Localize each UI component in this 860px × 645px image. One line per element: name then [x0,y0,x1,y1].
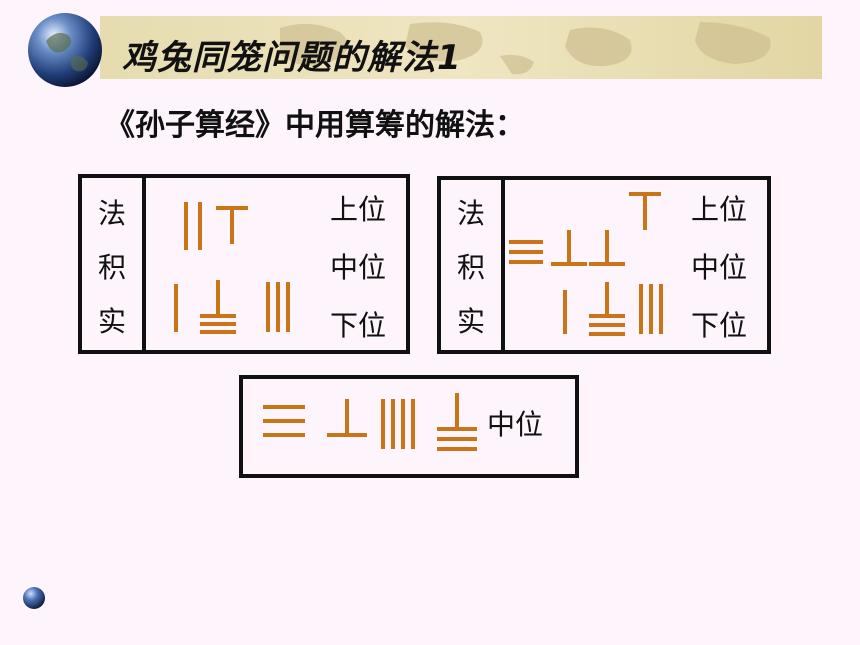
title-banner: 鸡兔同笼问题的解法1 [100,16,822,79]
globe-icon [23,587,45,609]
row-label-shi: 实 [98,305,127,338]
globe-icon [28,13,102,87]
position-label-upper: 上位 [330,193,387,226]
row-label-fa: 法 [98,197,127,230]
counting-rods-board-left: 法 积 实 上位 中位 下位 [78,174,410,354]
position-label-lower: 下位 [691,309,748,342]
row-label-fa: 法 [457,197,486,230]
counting-rods-right [509,192,663,336]
position-label-middle: 中位 [330,251,387,284]
row-label-ji: 积 [98,251,127,284]
subtitle: 《孙子算经》中用算筹的解法： [105,108,525,143]
board-divider [501,180,505,350]
position-label-upper: 上位 [691,193,748,226]
counting-rods-board-right: 法 积 实 上位 中位 下位 [437,176,771,354]
counting-rods-result-glyphs [263,393,477,451]
counting-rods-left [174,202,290,334]
world-map-texture [280,22,771,75]
row-label-shi: 实 [457,305,486,338]
result-position-label: 中位 [487,408,544,441]
position-label-lower: 下位 [330,309,387,342]
counting-rods-result: 中位 [239,375,579,478]
row-label-ji: 积 [457,251,486,284]
position-label-middle: 中位 [691,251,748,284]
page-title: 鸡兔同笼问题的解法1 [122,38,462,78]
board-divider [142,178,146,350]
